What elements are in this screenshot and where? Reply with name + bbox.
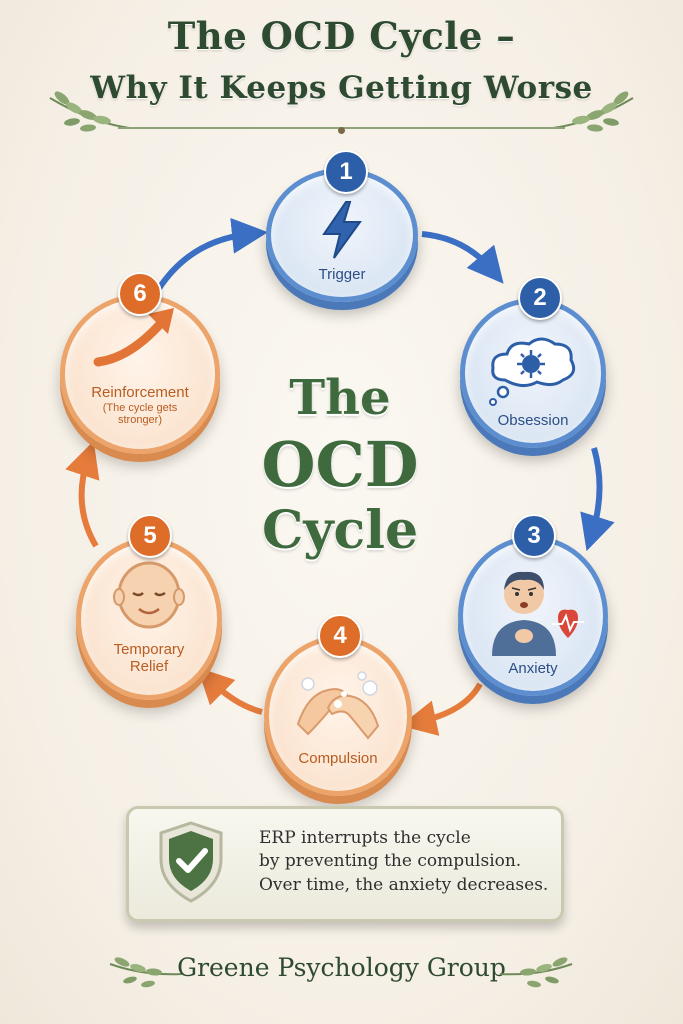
arrow-6-to-1 [155,217,268,292]
step-number-badge: 1 [324,150,368,194]
arrow-2-to-3 [580,447,615,552]
step-number-badge: 6 [118,272,162,316]
divider-dot [338,127,345,134]
center-title-line2: OCD [261,428,419,501]
arrow-3-to-4 [400,682,483,736]
left-laurel-icon [49,91,131,132]
step-trigger: Trigger [266,168,418,302]
erp-info-box: ERP interrupts the cycle by preventing t… [126,806,564,922]
lightning-bolt-icon [322,200,362,259]
step-sublabel-line1: (The cycle gets [102,401,178,414]
rising-arrow-icon [93,308,174,367]
thought-cloud-icon [489,337,576,406]
footer-left-laurel-icon [109,957,183,988]
relieved-face-icon [113,561,185,628]
step-number-badge: 4 [318,614,362,658]
anxious-person-icon [492,571,584,656]
footer-right-laurel-icon [499,957,573,988]
center-title-line1: The [289,370,391,426]
step-label: Obsession [497,411,569,429]
step-label: Compulsion [298,749,378,767]
step-compulsion: Compulsion [264,636,412,796]
arrow-5-to-6 [65,440,100,548]
step-number-badge: 5 [128,514,172,558]
step-label-line2: Relief [129,657,169,675]
step-temporary-relief: Temporary Relief [76,538,222,700]
info-line2: by preventing the compulsion. [259,851,522,872]
page-subtitle: Why It Keeps Getting Worse [90,70,593,106]
step-label: Reinforcement [91,384,189,402]
hand-washing-icon [296,671,380,740]
step-label: Anxiety [508,659,558,677]
step-number-badge: 2 [518,276,562,320]
step-reinforcement: Reinforcement (The cycle gets stronger) [60,294,220,454]
page-title: The OCD Cycle – [167,14,516,58]
footer-brand: Greene Psychology Group [177,953,506,982]
arrow-1-to-2 [421,231,504,284]
info-line1: ERP interrupts the cycle [259,828,471,848]
step-obsession: Obsession [460,298,606,448]
step-label-line1: Temporary [113,640,185,658]
arrow-4-to-5 [197,667,263,715]
shield-check-icon [159,821,223,903]
step-number-badge: 3 [512,514,556,558]
step-anxiety: Anxiety [458,536,608,696]
erp-info-text: ERP interrupts the cycle by preventing t… [259,827,559,897]
center-title-line3: Cycle [261,500,419,561]
right-laurel-icon [552,91,634,132]
step-label: Trigger [318,265,366,283]
info-line3: Over time, the anxiety decreases. [259,874,549,895]
step-sublabel-line2: stronger) [117,414,163,427]
